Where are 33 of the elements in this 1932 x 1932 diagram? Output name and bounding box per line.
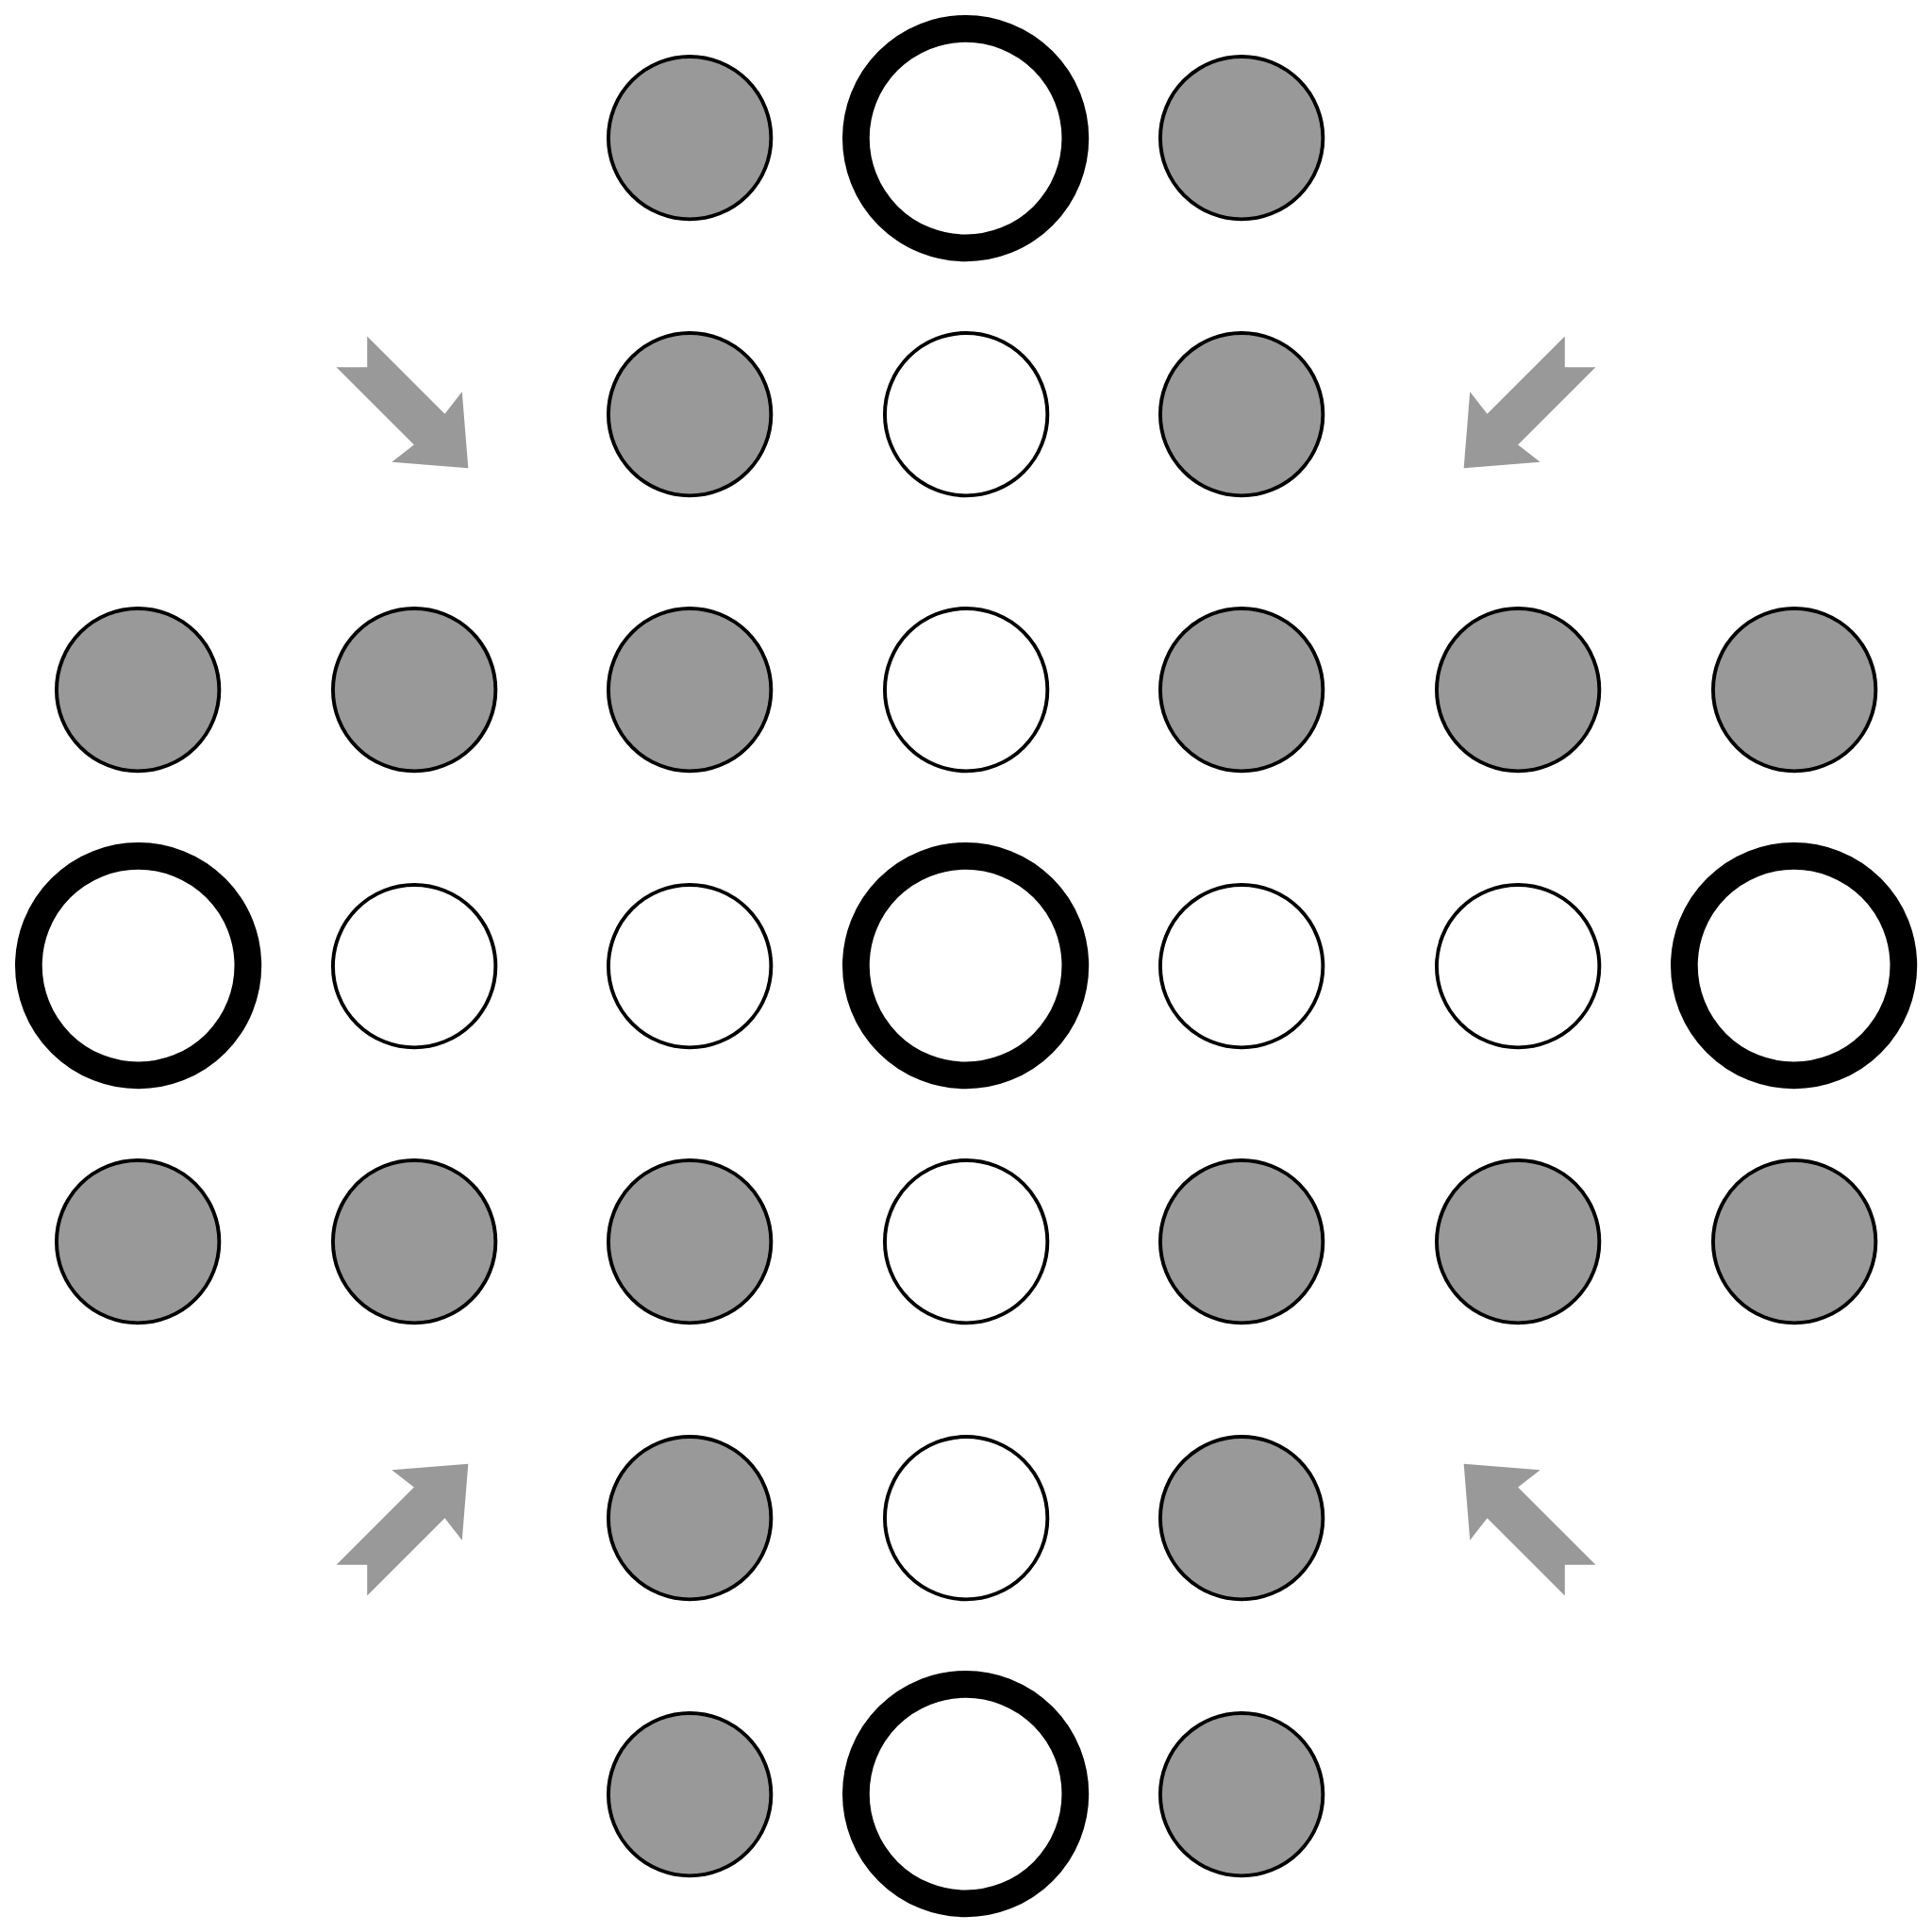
filled-circle [1710,1158,1877,1325]
filled-circle [607,330,774,497]
filled-circle [607,55,774,222]
thick-ring-circle [1671,842,1918,1090]
open-circle [882,1434,1050,1602]
open-circle [882,607,1050,774]
thick-ring-circle [842,1671,1090,1918]
filled-circle [1158,55,1325,222]
filled-circle [607,607,774,774]
filled-circle [1158,607,1325,774]
filled-circle [1434,607,1602,774]
filled-circle [330,1158,497,1325]
filled-circle [1434,1158,1602,1325]
open-circle [882,1158,1050,1325]
filled-circle [55,607,222,774]
filled-circle [330,607,497,774]
filled-circle [1158,330,1325,497]
thick-ring-circle [842,14,1090,261]
filled-circle [1158,1434,1325,1602]
open-circle [882,330,1050,497]
filled-circle [1158,1710,1325,1877]
filled-circle [55,1158,222,1325]
filled-circle [607,1434,774,1602]
open-circle [330,882,497,1050]
thick-ring-circle [842,842,1090,1090]
open-circle [1434,882,1602,1050]
open-circle [607,882,774,1050]
thick-ring-circle [14,842,261,1090]
filled-circle [1710,607,1877,774]
filled-circle [1158,1158,1325,1325]
open-circle [1158,882,1325,1050]
filled-circle [607,1710,774,1877]
filled-circle [607,1158,774,1325]
